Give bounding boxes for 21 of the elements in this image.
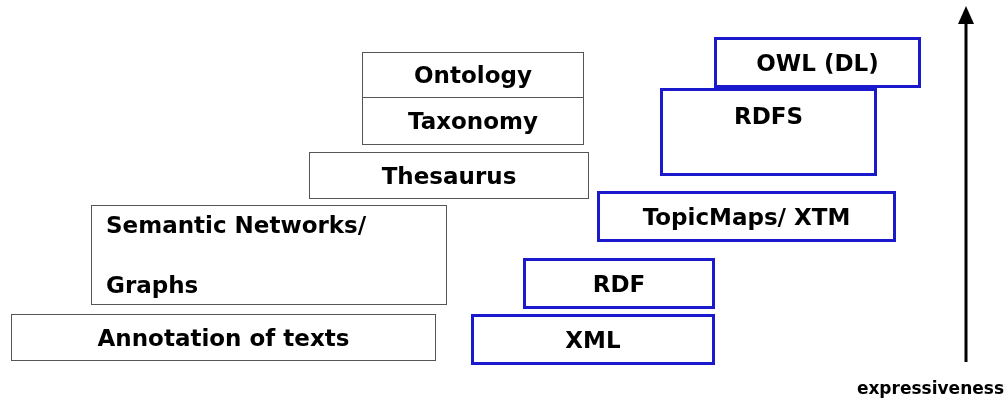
layer-box xyxy=(309,152,589,199)
layer-box xyxy=(471,314,715,365)
layer-label: RDF xyxy=(592,270,646,297)
layer-label: TopicMaps/ XTM xyxy=(642,203,851,230)
layer-box xyxy=(362,97,584,145)
layer-label: Ontology xyxy=(414,62,532,88)
layer-label: RDFS xyxy=(733,103,804,129)
layer-label: Semantic Networks/ Graphs xyxy=(106,211,368,300)
layer-label: OWL (DL) xyxy=(756,49,879,76)
layer-label: XML xyxy=(565,326,621,353)
layer-box xyxy=(714,37,921,88)
layer-label: Thesaurus xyxy=(381,162,517,189)
layer-label: Taxonomy xyxy=(408,108,538,134)
layer-box xyxy=(91,205,447,305)
layer-box xyxy=(362,52,584,98)
axis-label: expressiveness xyxy=(856,378,1004,398)
layer-label: Annotation of texts xyxy=(97,324,350,351)
layer-box xyxy=(523,258,715,309)
layer-box xyxy=(11,314,436,361)
layer-box xyxy=(660,88,877,176)
layer-box xyxy=(597,191,896,242)
